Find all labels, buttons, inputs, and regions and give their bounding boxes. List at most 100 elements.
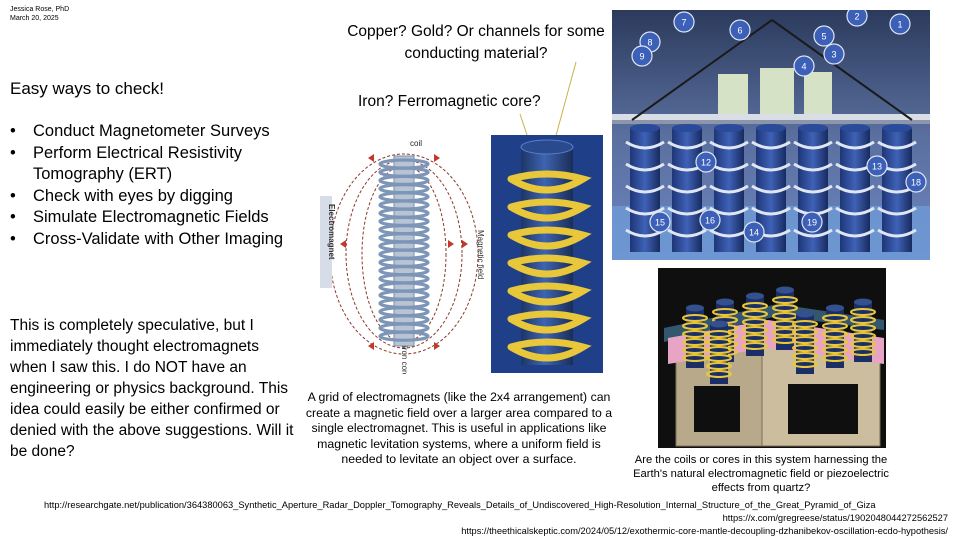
grid-core-top (776, 286, 794, 294)
pillar-coil (667, 140, 707, 150)
badge-number: 7 (681, 18, 686, 28)
grid-coil-turn (792, 352, 818, 360)
grid-coil-turn (682, 314, 708, 322)
badge-number: 14 (749, 228, 759, 238)
grid-coil-turn (706, 370, 732, 378)
gold-coil-turn (507, 338, 592, 362)
grid-coil-turn (742, 326, 768, 334)
grid-core-top (710, 320, 728, 328)
list-item: Cross-Validate with Other Imaging (10, 229, 300, 251)
pillar-coil (625, 140, 665, 150)
grid-render (658, 268, 886, 448)
number-badge: 19 (801, 211, 823, 233)
grid-coil-turn (682, 322, 708, 330)
coil-label: coil (410, 139, 422, 148)
number-badge: 12 (695, 151, 717, 173)
support-line (771, 19, 913, 121)
grid-coil-turn (712, 308, 738, 316)
grid-coil-turn (772, 296, 798, 304)
pillar-coil (877, 206, 917, 216)
grid-coil-turn (706, 354, 732, 362)
number-badge: 6 (729, 19, 751, 41)
grid-core-top (716, 298, 734, 306)
pillar-coil (709, 206, 749, 216)
badge-number: 19 (807, 218, 817, 228)
gold-coil (507, 170, 592, 362)
electromagnet-diagram: coil Electromagnet Magnetic field iron c… (318, 134, 490, 374)
grid-core-top (796, 310, 814, 318)
grid-coil-turn (822, 322, 848, 330)
pillar-coil (709, 184, 749, 194)
number-badge: 7 (673, 11, 695, 33)
frame-opening (694, 386, 740, 432)
grid-coil-turn (742, 310, 768, 318)
pillar-coil (625, 184, 665, 194)
number-badge: 14 (743, 221, 765, 243)
ceiling-slab (612, 114, 930, 124)
pillar-coil (835, 206, 875, 216)
pillar-coil (625, 162, 665, 172)
grid-coil-turn (792, 344, 818, 352)
gold-coil-turn (507, 198, 592, 222)
pillar-top (756, 124, 786, 132)
checks-heading: Easy ways to check! (10, 79, 165, 98)
badge-number: 18 (911, 178, 921, 188)
chamber-block (760, 68, 794, 114)
grid-coil-turn (850, 316, 876, 324)
grid-caption: A grid of electromagnets (like the 2x4 a… (305, 390, 613, 466)
conductor-question: Copper? Gold? Or channels for some condu… (347, 23, 605, 62)
chamber-block (718, 74, 748, 114)
grid-coil-turn (850, 340, 876, 348)
pillar-top (840, 124, 870, 132)
grid-core-top (746, 292, 764, 300)
gold-coil-turn (507, 170, 592, 194)
pillar-coil (835, 228, 875, 238)
source-link[interactable]: https://theethicalskeptic.com/2024/05/12… (461, 526, 948, 536)
pillar-coil (835, 140, 875, 150)
magnetic-field-label: Magnetic field (476, 230, 485, 279)
badge-number: 1 (897, 20, 902, 30)
pillar-top (882, 124, 912, 132)
grid-coil-turn (850, 332, 876, 340)
grid-coil-turn (792, 328, 818, 336)
source-link[interactable]: http://researchgate.net/publication/3643… (44, 500, 876, 510)
coil-turns (378, 158, 430, 342)
speculation-note: This is completely speculative, but I im… (10, 317, 294, 460)
number-badge: 2 (846, 10, 868, 27)
grid-coil-turn (822, 314, 848, 322)
pillar-coil (793, 184, 833, 194)
gold-coil-image (491, 135, 603, 373)
pillar-coil (667, 228, 707, 238)
badge-number: 6 (737, 26, 742, 36)
number-badge: 15 (649, 211, 671, 233)
grid-coil-turn (792, 360, 818, 368)
pillar-coil (793, 228, 833, 238)
list-item: Perform Electrical Resistivity Tomograph… (10, 143, 300, 186)
grid-core-top (854, 298, 872, 306)
gold-coil-turn (507, 226, 592, 250)
grid-coil-turn (792, 336, 818, 344)
pillar-coil (793, 162, 833, 172)
pillar-coil (751, 206, 791, 216)
number-badge: 9 (631, 45, 653, 67)
badge-number: 16 (705, 216, 715, 226)
grid-coil-turn (850, 348, 876, 356)
source-link[interactable]: https://x.com/gregreese/status/190204804… (722, 513, 948, 523)
grid-core-top (826, 304, 844, 312)
grid-coil-turn (822, 338, 848, 346)
core-pointer (519, 113, 529, 139)
number-badge: 13 (866, 155, 888, 177)
pillar-top (630, 124, 660, 132)
field-line (329, 153, 479, 355)
pillar-coil (877, 140, 917, 150)
pillar-coil (835, 184, 875, 194)
pillar-coil (709, 140, 749, 150)
grid-coils (682, 286, 876, 384)
grid-coil-turn (706, 330, 732, 338)
gold-coil-turn (507, 310, 592, 334)
pillar-coil (877, 228, 917, 238)
author-name: Jessica Rose, PhD (10, 6, 70, 13)
grid-coil-turn (706, 338, 732, 346)
